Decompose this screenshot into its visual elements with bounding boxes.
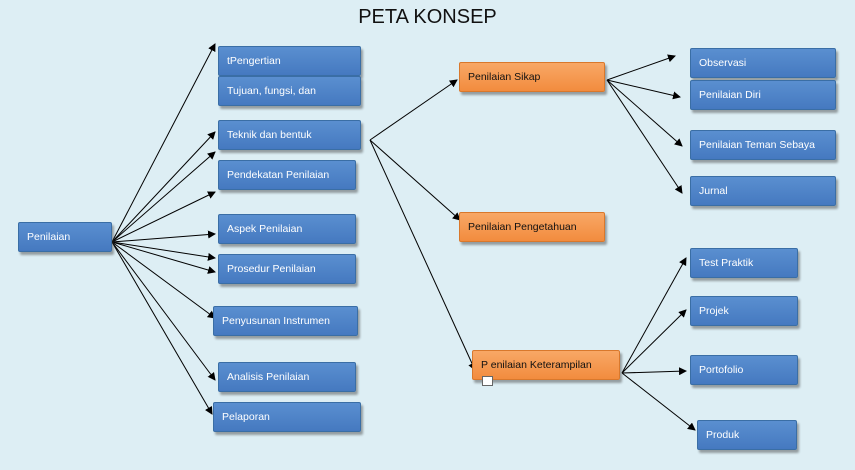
- node-portofolio: Portofolio: [690, 355, 798, 385]
- arrow-to-observasi: [606, 54, 676, 81]
- node-jurnal: Jurnal: [690, 176, 836, 206]
- node-penilaian-diri: Penilaian Diri: [690, 80, 836, 110]
- node-pendekatan: Pendekatan Penilaian: [218, 160, 356, 190]
- arrow-to-projek: [621, 309, 687, 374]
- arrow-to-prosedur: [111, 241, 216, 261]
- node-pelaporan: Pelaporan: [213, 402, 361, 432]
- node-observasi: Observasi: [690, 48, 836, 78]
- node-test-praktik: Test Praktik: [690, 248, 798, 278]
- arrow-to-test: [621, 257, 687, 374]
- arrow-to-portofolio: [621, 367, 687, 376]
- small-marker-box: [482, 376, 493, 386]
- arrow-to-teman: [606, 79, 683, 147]
- node-prosedur: Prosedur Penilaian: [218, 254, 356, 284]
- arrow-to-keterampilan: [369, 139, 476, 371]
- arrow-to-pendekatan: [111, 151, 216, 243]
- node-penilaian-teman: Penilaian Teman Sebaya: [690, 130, 836, 160]
- node-aspek: Aspek Penilaian: [218, 214, 356, 244]
- node-penyusunan: Penyusunan Instrumen: [213, 306, 358, 336]
- node-teknik: Teknik dan bentuk: [218, 120, 361, 150]
- arrow-to-analisis: [111, 241, 216, 381]
- node-penilaian-sikap: Penilaian Sikap: [459, 62, 605, 92]
- arrow-to-penyusunan: [111, 241, 216, 319]
- arrow-to-pengertian: [111, 43, 216, 243]
- node-penilaian-pengetahuan: Penilaian Pengetahuan: [459, 212, 605, 242]
- node-pengertian: tPengertian: [218, 46, 361, 76]
- node-penilaian-keterampilan: P enilaian Keterampilan: [472, 350, 620, 380]
- page-title: PETA KONSEP: [358, 6, 497, 28]
- node-analisis: Analisis Penilaian: [218, 362, 356, 392]
- arrow-to-produk: [621, 372, 696, 431]
- arrow-to-pengetahuan: [369, 139, 461, 221]
- arrow-to-aspek: [111, 230, 216, 243]
- node-produk: Produk: [697, 420, 797, 450]
- arrow-to-diri: [606, 79, 681, 100]
- arrow-to-sikap: [369, 79, 458, 141]
- arrow-to-jurnal: [606, 79, 683, 194]
- node-projek: Projek: [690, 296, 798, 326]
- arrow-to-pendekatan-2: [111, 191, 216, 243]
- arrow-to-pelaporan: [111, 241, 213, 415]
- node-penilaian: Penilaian: [18, 222, 112, 252]
- arrow-to-prosedur-2: [111, 241, 216, 274]
- node-tujuan: Tujuan, fungsi, dan: [218, 76, 361, 106]
- arrow-to-teknik: [111, 131, 216, 243]
